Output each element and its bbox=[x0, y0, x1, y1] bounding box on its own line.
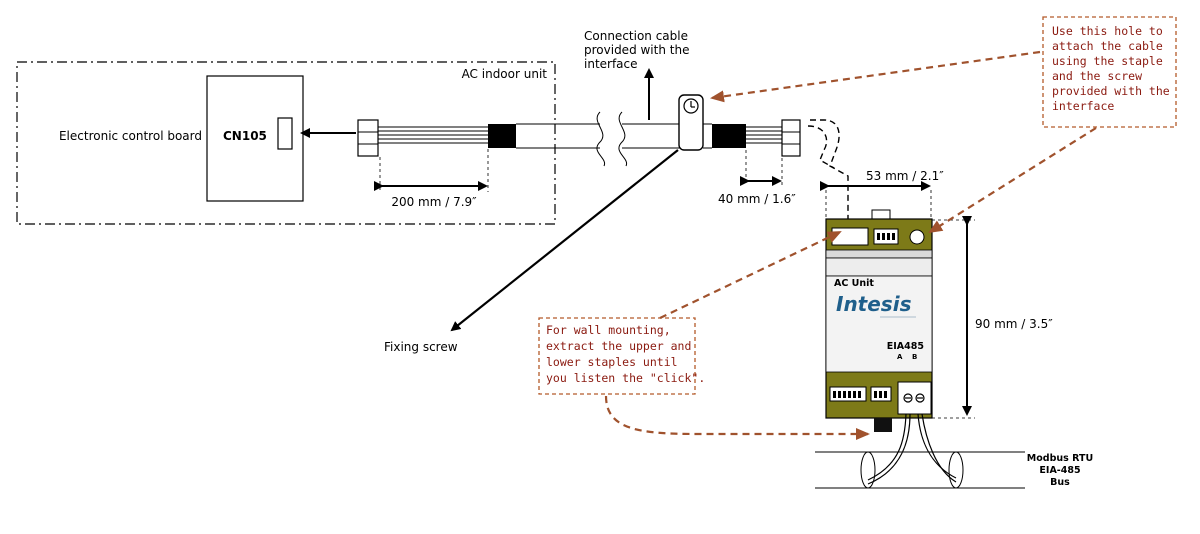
device-bus-label: EIA485 bbox=[887, 341, 924, 352]
intesis-device: AC Unit Intesis EIA485 A B bbox=[825, 209, 933, 432]
dimension-connector-label: 40 mm / 1.6″ bbox=[718, 192, 796, 206]
note-hole-line-2: attach the cable bbox=[1052, 39, 1163, 53]
device-ac-socket bbox=[831, 227, 869, 246]
bus-label-line-3: Bus bbox=[1050, 477, 1070, 488]
device-bottom-staple bbox=[874, 418, 892, 432]
connector-insertion-path bbox=[810, 119, 849, 226]
note-hole-line-1: Use this hole to bbox=[1052, 24, 1163, 38]
cable-caption: Connection cable provided with the inter… bbox=[584, 29, 689, 120]
cable-staple bbox=[678, 94, 704, 151]
note-wall-line-3: lower staples until bbox=[546, 355, 678, 369]
left-cable-connector bbox=[357, 119, 379, 157]
dimension-device-height: 90 mm / 3.5″ bbox=[932, 216, 1053, 419]
note-hole-line-4: and the screw bbox=[1052, 69, 1142, 83]
dimension-cable-length: 200 mm / 7.9″ bbox=[374, 149, 489, 209]
dimension-connector-length: 40 mm / 1.6″ bbox=[718, 150, 796, 206]
cable-caption-line-2: provided with the bbox=[584, 43, 689, 57]
dimension-cable-label: 200 mm / 7.9″ bbox=[391, 195, 477, 209]
note-wall-arrow-top bbox=[659, 231, 842, 319]
device-port-b-label: B bbox=[912, 353, 917, 361]
modbus-bus-cable: Modbus RTU EIA-485 Bus bbox=[815, 413, 1093, 489]
bus-label-line-2: EIA-485 bbox=[1039, 465, 1080, 476]
cable-caption-line-3: interface bbox=[584, 57, 638, 71]
connector-label: CN105 bbox=[223, 129, 267, 143]
fixing-screw-pointer: Fixing screw bbox=[384, 149, 679, 354]
indoor-unit-frame: AC indoor unit bbox=[16, 61, 556, 225]
cable-break bbox=[596, 111, 680, 167]
device-terminal-block bbox=[897, 381, 932, 415]
cn105-socket bbox=[277, 117, 293, 150]
note-hole-arrow-device bbox=[928, 127, 1097, 234]
cable-sleeve-left bbox=[488, 124, 516, 148]
fixing-screw-label: Fixing screw bbox=[384, 340, 458, 354]
right-cable-connector bbox=[781, 119, 801, 157]
indoor-unit-label: AC indoor unit bbox=[462, 67, 548, 81]
note-wall-mounting: For wall mounting, extract the upper and… bbox=[538, 317, 705, 395]
cable-sleeve-right bbox=[712, 124, 746, 148]
cable-wires-right bbox=[703, 119, 801, 157]
dimension-height-label: 90 mm / 3.5″ bbox=[975, 317, 1053, 331]
control-board: Electronic control board CN105 bbox=[59, 75, 304, 202]
note-wall-line-4: you listen the "click". bbox=[546, 371, 705, 385]
cable-wires-left bbox=[378, 123, 600, 149]
note-wall-line-2: extract the upper and bbox=[546, 339, 691, 353]
note-hole-line-5: provided with the bbox=[1052, 84, 1170, 98]
device-brand-logo: Intesis bbox=[836, 292, 912, 316]
device-dip-switch-top bbox=[873, 228, 899, 245]
note-wall-line-1: For wall mounting, bbox=[546, 323, 671, 337]
note-hole-line-6: interface bbox=[1052, 99, 1114, 113]
device-front-panel bbox=[825, 275, 933, 373]
bus-label-line-1: Modbus RTU bbox=[1027, 453, 1093, 464]
note-staple-hole: Use this hole to attach the cable using … bbox=[1042, 16, 1177, 128]
note-hole-line-3: using the staple bbox=[1052, 54, 1163, 68]
cable-caption-line-1: Connection cable bbox=[584, 29, 688, 43]
device-ac-unit-label: AC Unit bbox=[834, 278, 874, 289]
note-hole-arrow-staple bbox=[710, 50, 1041, 103]
dimension-width-label: 53 mm / 2.1″ bbox=[866, 169, 944, 183]
note-wall-arrow-bottom bbox=[604, 395, 870, 440]
control-board-label: Electronic control board bbox=[59, 129, 202, 143]
device-port-a-label: A bbox=[897, 353, 903, 361]
device-mounting-hole bbox=[909, 229, 925, 245]
